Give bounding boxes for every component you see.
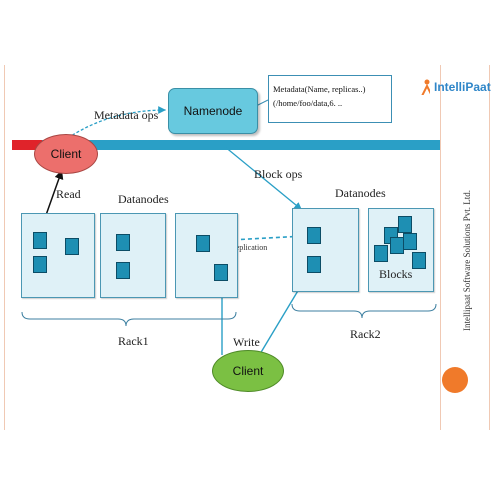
write-label: Write	[233, 335, 260, 349]
block	[307, 227, 321, 244]
metadata-ops-arrow	[67, 106, 167, 139]
rack1-brace	[21, 311, 237, 327]
blocks-label: Blocks	[379, 267, 413, 281]
rack1-label: Rack1	[118, 334, 149, 348]
datanodes-right-label: Datanodes	[335, 186, 386, 200]
rack2-label: Rack2	[350, 327, 381, 341]
datanode-rack1-2	[100, 213, 166, 298]
block	[33, 232, 47, 249]
rack2-brace	[291, 303, 437, 319]
replication-label: replication	[233, 243, 268, 252]
block	[214, 264, 228, 281]
block	[398, 216, 412, 233]
callout-pointer	[255, 99, 269, 107]
namenode-box: Namenode	[168, 88, 258, 134]
metadata-callout: Metadata(Name, replicas..) (/home/foo/da…	[268, 75, 392, 123]
slide-right-edge	[440, 65, 441, 430]
slide-left-edge	[4, 65, 5, 430]
block-ops-arrow	[223, 145, 303, 211]
block-ops-label: Block ops	[254, 167, 303, 181]
datanode-rack2-1	[292, 208, 359, 292]
block	[390, 237, 404, 254]
intellipaat-logo-text: IntelliPaat	[434, 80, 491, 94]
datanodes-left-label: Datanodes	[118, 192, 169, 206]
block	[196, 235, 210, 252]
datanode-rack2-2: Blocks	[368, 208, 434, 292]
block	[116, 262, 130, 279]
block	[374, 245, 388, 262]
block	[65, 238, 79, 255]
block	[116, 234, 130, 251]
slide-outer-edge	[489, 65, 490, 430]
company-name-vertical: Intellipaat Software Solutions Pvt. Ltd.	[462, 190, 472, 331]
datanode-rack1-3	[175, 213, 238, 298]
client-bottom-node: Client	[212, 350, 284, 392]
block	[33, 256, 47, 273]
callout-line-2: (/home/foo/data,6. ..	[273, 98, 343, 108]
block	[307, 256, 321, 273]
block	[403, 233, 417, 250]
accent-dot	[442, 367, 468, 393]
bus-bar	[42, 140, 440, 150]
bus-red-segment	[12, 140, 42, 150]
block	[412, 252, 426, 269]
read-label: Read	[56, 187, 81, 201]
intellipaat-logo-icon	[421, 79, 430, 95]
client-top-node: Client	[34, 134, 98, 174]
datanode-rack1-1	[21, 213, 95, 298]
callout-line-1: Metadata(Name, replicas..)	[273, 84, 366, 94]
metadata-ops-label: Metadata ops	[94, 108, 159, 122]
